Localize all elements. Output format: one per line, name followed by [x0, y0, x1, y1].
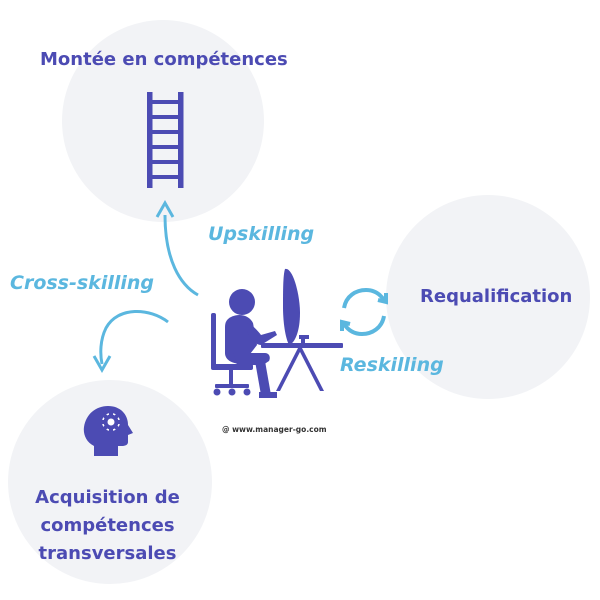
sync-arrows-icon [340, 287, 388, 337]
upskilling-label: Upskilling [208, 223, 315, 245]
crossskilling-node-title: Acquisition de compétences transversales [0, 484, 215, 568]
upskilling-arrow [155, 199, 199, 297]
crossskilling-arrow [92, 309, 169, 374]
reskilling-circle [386, 195, 590, 399]
head-gear-icon [83, 406, 133, 456]
credit-text: @ www.manager-go.com [222, 425, 327, 434]
reskilling-label: Reskilling [340, 354, 444, 376]
crossskilling-title-line-2: compétences [40, 515, 175, 536]
crossskilling-title-line-1: Acquisition de [35, 487, 180, 508]
ladder-icon [147, 92, 184, 188]
crossskilling-title-line-3: transversales [38, 543, 177, 564]
reskilling-node-title: Requalification [420, 286, 573, 307]
person-at-computer-icon [211, 268, 343, 398]
upskilling-node-title: Montée en compétences [40, 49, 288, 70]
crossskilling-label: Cross-skilling [10, 272, 154, 294]
upskilling-circle [62, 20, 264, 222]
